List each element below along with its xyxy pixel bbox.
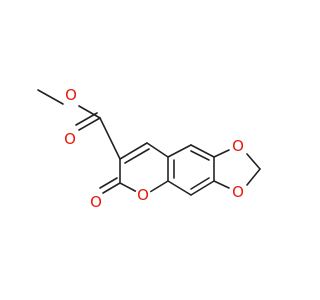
atom-o-ester-carbonyl: O (62, 130, 78, 148)
molecule-canvas: O O O O O O (37, 86, 261, 211)
bond-c8-c8a (167, 180, 192, 196)
bond-ester-carbonyl-b (75, 112, 98, 126)
bond-o-ester-carbon (78, 105, 101, 119)
atom-symbol: O (65, 86, 77, 104)
bond-ester-carbonyl-a (78, 117, 101, 131)
atoms-layer: O O O O O O (62, 86, 246, 211)
bond-c4-c4a (146, 142, 169, 158)
atom-o-lactone-carbonyl: O (88, 193, 104, 211)
bond-c6-odioxole-top (213, 149, 230, 158)
bond-c3-c4 (119, 142, 148, 160)
bond-c3-c4-inner (124, 148, 150, 164)
molecule-structure: O O O O O O (37, 86, 261, 211)
atom-symbol: O (137, 186, 149, 204)
atom-label-background (135, 187, 151, 203)
bond-odioxole-top-ch2 (246, 153, 261, 170)
bond-c8a-oring (149, 180, 169, 193)
atom-symbol: O (232, 183, 244, 201)
bond-ester-c3 (99, 117, 121, 160)
bond-lactone-carbonyl-a (102, 182, 121, 194)
atom-label-background (230, 138, 246, 154)
bond-lactone-carbonyl-b (99, 177, 118, 189)
atom-label-background (63, 87, 79, 103)
atom-symbol: O (90, 193, 102, 211)
atom-o-dioxole-bottom: O (230, 183, 246, 201)
atom-symbol: O (64, 130, 76, 148)
bond-c5-c6-inner (190, 150, 210, 161)
atom-o-dioxole-top: O (230, 137, 246, 155)
atom-symbol: O (232, 137, 244, 155)
bonds-layer (37, 89, 261, 196)
bond-odioxole-bottom-c7 (213, 180, 230, 189)
atom-label-background (88, 194, 104, 210)
bond-methyl-o (37, 89, 64, 105)
atom-o-methoxy: O (63, 86, 79, 104)
atom-label-background (62, 131, 78, 147)
atom-o-ring: O (135, 186, 151, 204)
bond-c5-c6 (190, 144, 215, 158)
bond-c7-c8 (190, 180, 215, 196)
bond-c4a-c5 (167, 144, 192, 158)
bond-c7-c8-inner (190, 177, 210, 190)
bond-oring-c2 (119, 182, 138, 193)
bond-ch2-odioxole-bottom (246, 168, 261, 186)
atom-label-background (230, 184, 246, 200)
